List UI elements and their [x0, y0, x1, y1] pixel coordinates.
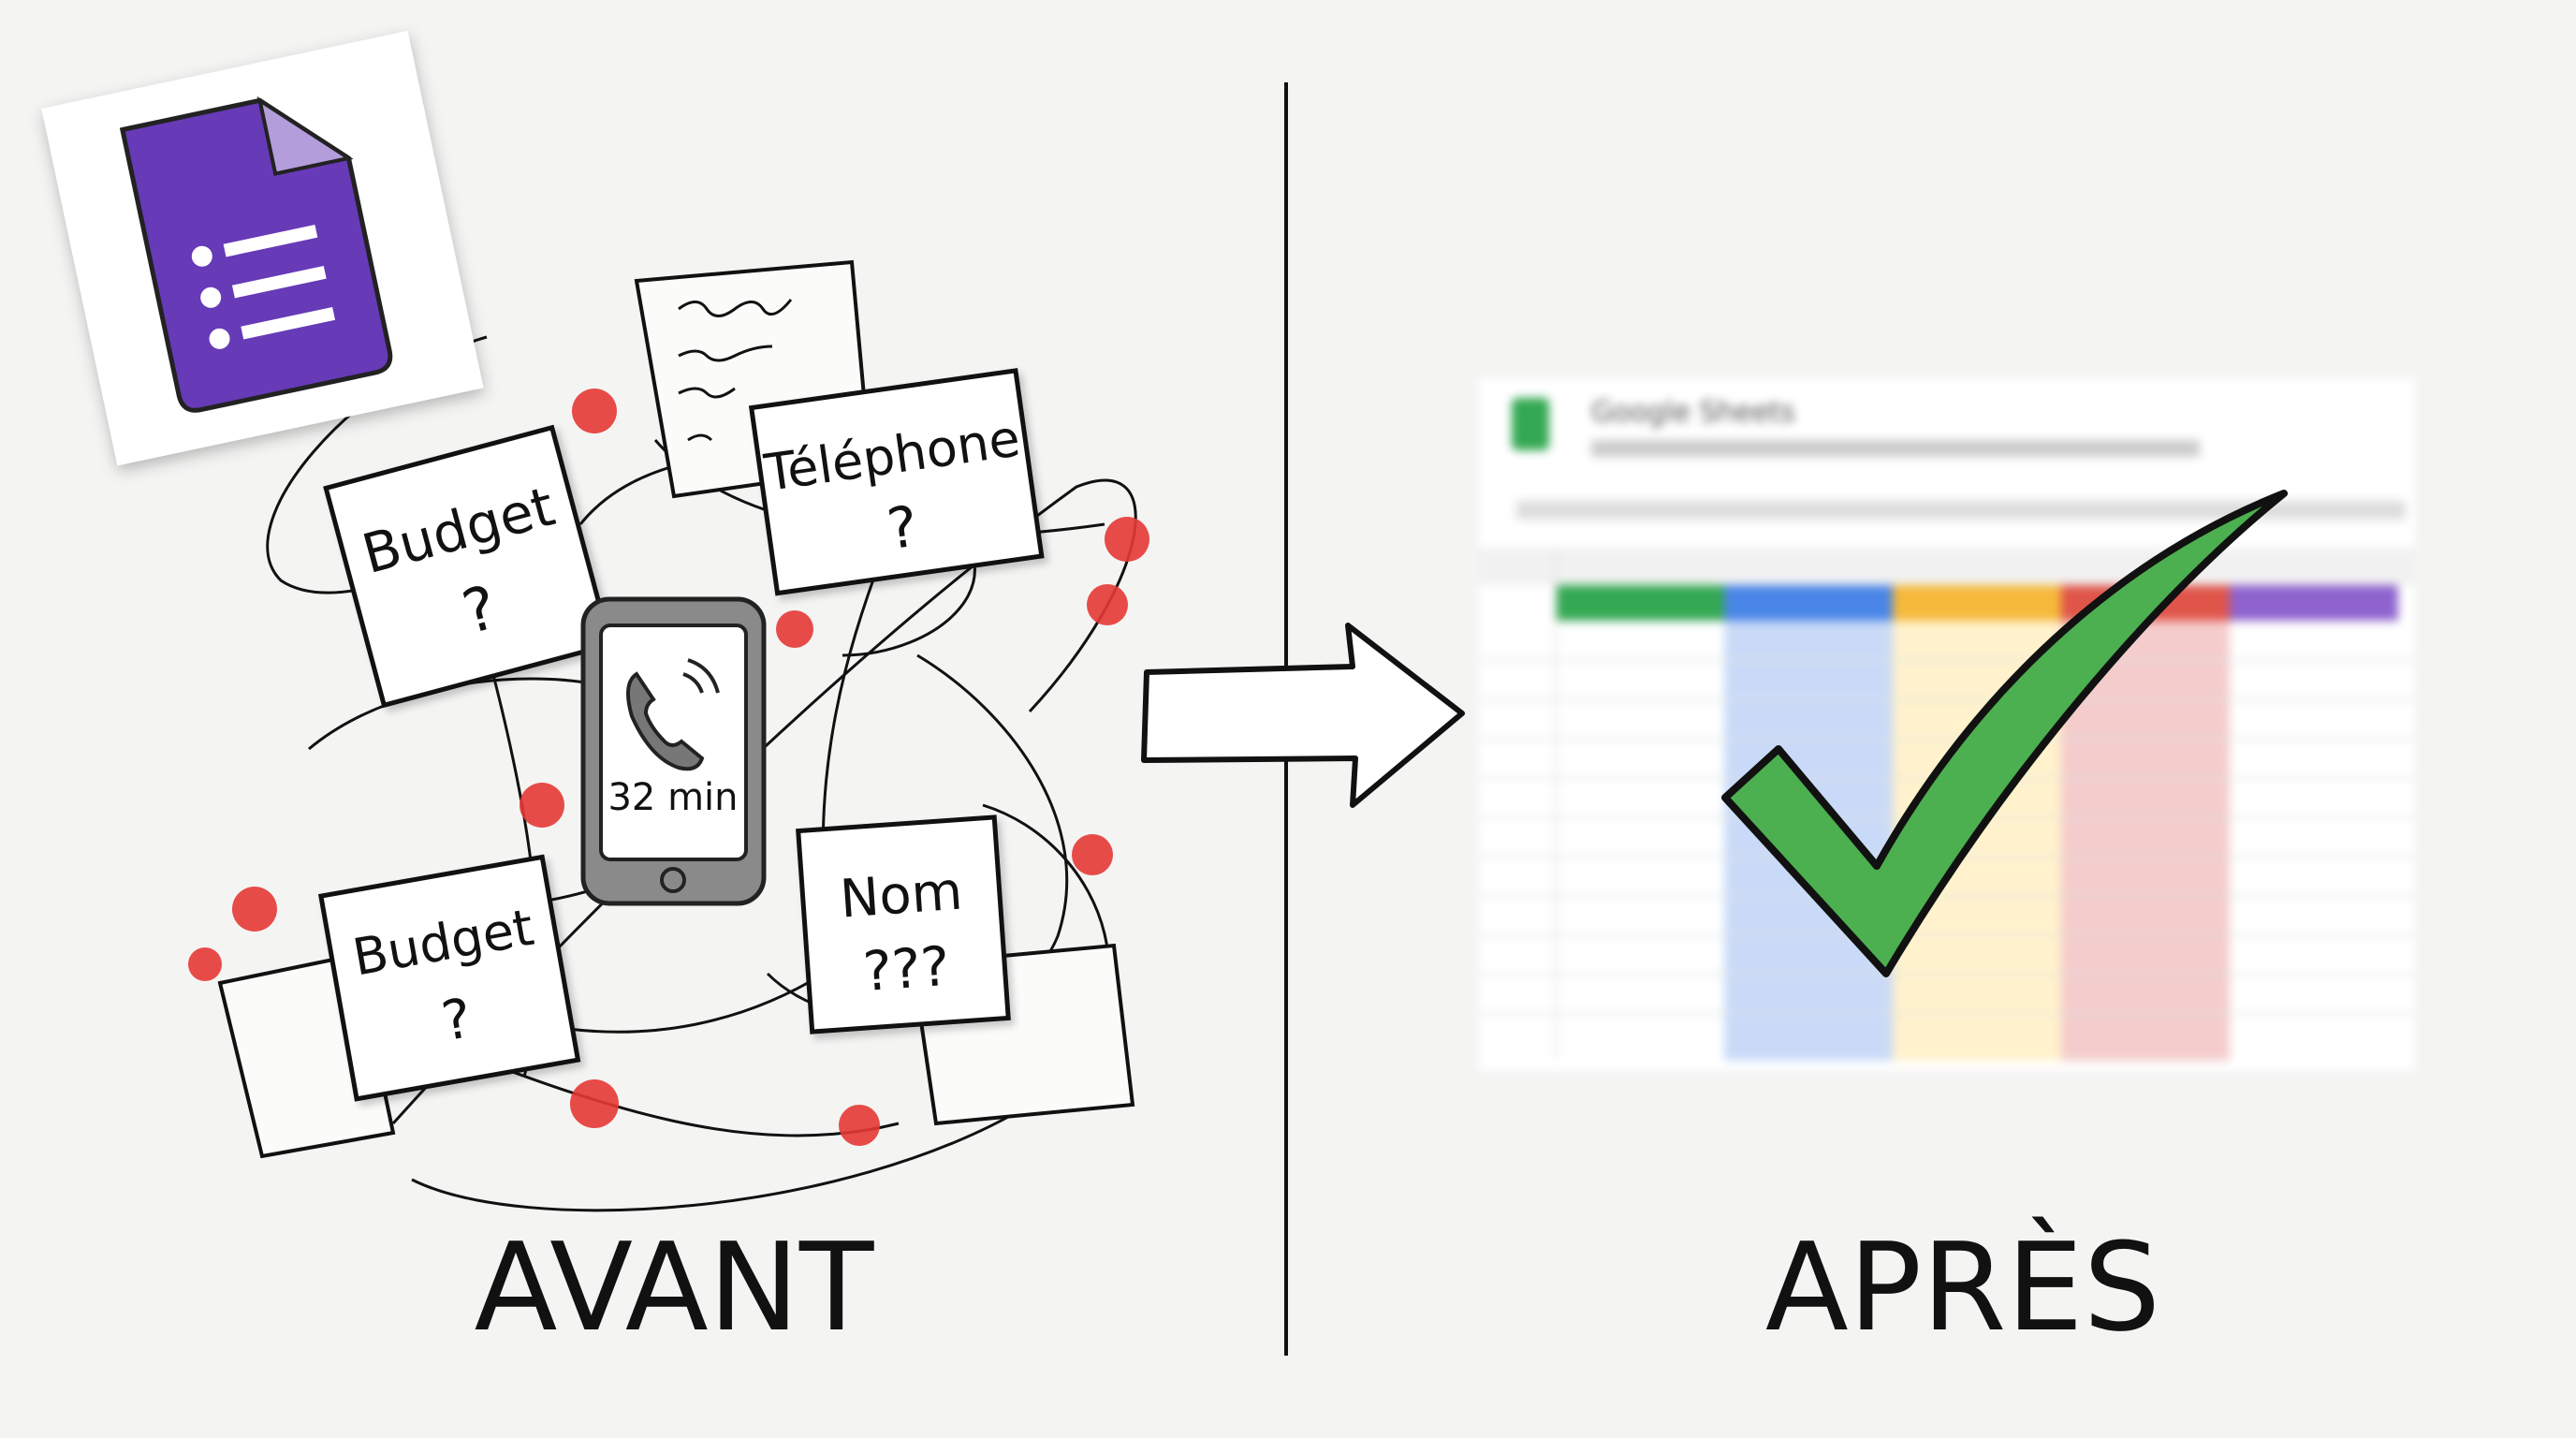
- phone: 32 min: [580, 596, 767, 906]
- red-dot: [572, 389, 617, 433]
- google-sheets-window: Google Sheets: [1479, 378, 2415, 1071]
- note-nom: Nom ???: [796, 814, 1011, 1034]
- red-dot: [520, 783, 564, 828]
- phone-call-icon: [626, 658, 720, 771]
- red-alert-dots: [188, 389, 1149, 1146]
- right-arrow-icon: [1141, 623, 1465, 808]
- note-telephone: Téléphone ?: [748, 368, 1045, 596]
- red-dot: [570, 1079, 619, 1128]
- call-duration: 32 min: [607, 776, 738, 819]
- red-dot: [839, 1105, 880, 1146]
- green-checkmark-icon: [1721, 490, 2288, 977]
- google-forms-icon: [41, 30, 484, 466]
- note-budget: Budget ?: [317, 854, 581, 1102]
- sheets-logo-icon: [1512, 398, 1549, 450]
- label-apres: APRÈS: [1765, 1216, 2160, 1358]
- label-avant: AVANT: [475, 1216, 874, 1358]
- note-budget: Budget ?: [323, 424, 613, 709]
- red-dot: [1105, 517, 1149, 562]
- red-dot: [1087, 584, 1128, 625]
- red-dot: [232, 887, 277, 932]
- red-dot: [776, 610, 813, 648]
- note-title: Nom: [838, 861, 964, 931]
- note-mark: ???: [861, 934, 952, 1004]
- divider-line: [1283, 81, 1289, 1357]
- red-dot: [1072, 834, 1113, 875]
- sheets-app-name: Google Sheets: [1591, 396, 1795, 429]
- red-dot: [188, 947, 222, 981]
